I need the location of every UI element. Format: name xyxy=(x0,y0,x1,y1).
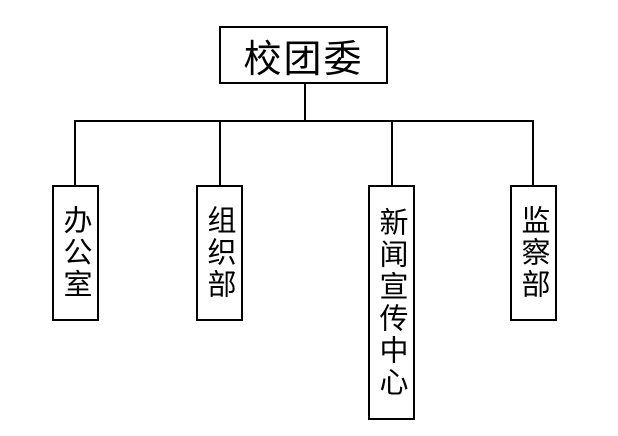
child-node-supervision: 监察部 xyxy=(510,185,557,321)
branch-line-supervision xyxy=(532,120,534,186)
child-node-label: 新闻宣传中心 xyxy=(375,206,409,399)
branch-line-office xyxy=(74,120,76,186)
child-node-organization: 组织部 xyxy=(196,185,243,321)
child-node-office: 办公室 xyxy=(52,185,99,321)
branch-line-organization xyxy=(219,120,221,186)
horizontal-bus-line xyxy=(74,120,534,122)
child-node-label: 监察部 xyxy=(517,205,551,301)
root-node-label: 校团委 xyxy=(243,36,364,81)
branch-line-news xyxy=(391,120,393,186)
child-node-label: 办公室 xyxy=(59,205,93,301)
child-node-news: 新闻宣传中心 xyxy=(368,185,415,420)
root-node: 校团委 xyxy=(219,26,388,84)
child-node-label: 组织部 xyxy=(203,205,237,301)
root-stem-line xyxy=(304,84,306,122)
